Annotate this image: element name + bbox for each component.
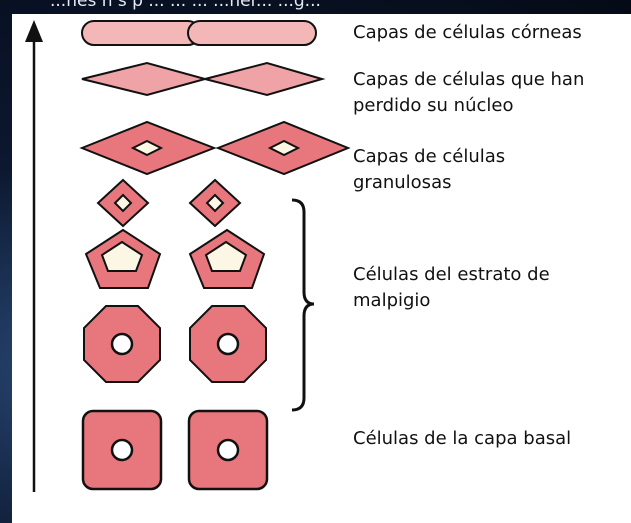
anucleate-cell [81,61,209,97]
anucleate-cells [81,61,326,97]
malpighian-pentagon-cells [84,228,266,289]
pentagon-cell [84,228,162,289]
cornea-cells [81,20,317,46]
basal-cells [81,409,269,491]
granular-cell [188,178,242,228]
up-arrow-icon [25,20,43,492]
cornea-cell [187,20,317,46]
label-malpigio: Células del estrato de malpigio [353,264,550,311]
anucleate-cell [204,61,326,97]
diagram-panel: Capas de células córneas Capas de célula… [12,14,631,523]
cornea-cell [81,20,201,46]
granular-cells-small [96,178,242,228]
caption-fragment: ...nes n s p ... ... ... ...ner... ...g.… [0,0,631,14]
caption-text: ...nes n s p ... ... ... ...ner... ...g.… [50,0,321,11]
granular-cells-wide [79,120,351,176]
granular-cell [215,120,351,176]
curly-brace-icon [291,198,315,412]
pentagon-cell [188,228,266,289]
label-sin-nucleo: Capas de células que han perdido su núcl… [353,69,585,116]
epidermis-diagram [25,20,351,492]
label-corneas: Capas de células córneas [353,22,582,43]
basal-cell [187,409,269,491]
label-granulosas: Capas de células granulosas [353,146,506,193]
label-basal: Células de la capa basal [353,428,572,449]
granular-cell [79,120,217,176]
malpighian-octagon-cells [83,305,267,383]
granular-cell [96,178,150,228]
basal-cell [81,409,163,491]
octagon-cell [189,305,267,383]
octagon-cell [83,305,161,383]
